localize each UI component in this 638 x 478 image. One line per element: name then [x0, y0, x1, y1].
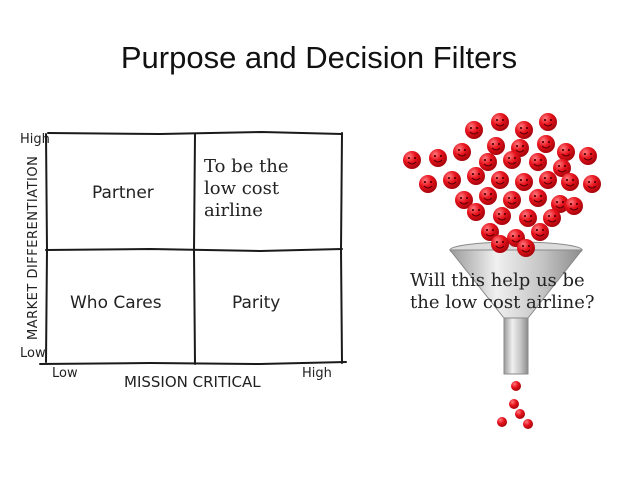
smiley-face-icon	[539, 113, 557, 131]
smiley-ball-group	[403, 113, 601, 429]
smiley-face-icon	[491, 235, 509, 253]
smiley-face-icon	[491, 171, 509, 189]
smiley-face-icon	[561, 173, 579, 191]
smiley-face-icon	[497, 417, 507, 427]
smiley-face-icon	[517, 239, 535, 257]
smiley-face-icon	[529, 189, 547, 207]
smiley-face-icon	[529, 153, 547, 171]
smiley-face-icon	[465, 121, 483, 139]
funnel-icon	[448, 241, 584, 375]
question-line-1: Will this help us be	[410, 270, 585, 291]
matrix-horizontal-divider	[45, 247, 343, 253]
smiley-face-icon	[539, 171, 557, 189]
smiley-face-icon	[511, 381, 521, 391]
smiley-face-icon	[403, 151, 421, 169]
smiley-face-icon	[429, 149, 447, 167]
smiley-face-icon	[455, 191, 473, 209]
smiley-face-icon	[583, 175, 601, 193]
quadrant-goal-text: To be the low cost airline	[204, 156, 289, 222]
smiley-face-icon	[515, 409, 525, 419]
x-axis-low-label: Low	[52, 366, 78, 381]
smiley-face-icon	[491, 113, 509, 131]
smiley-face-icon	[515, 121, 533, 139]
goal-line-1: To be the	[204, 156, 289, 177]
matrix-top-border	[47, 130, 343, 136]
smiley-face-icon	[443, 171, 461, 189]
funnel-question: Will this help us be the low cost airlin…	[410, 270, 595, 314]
matrix-bottom-axis	[39, 361, 347, 366]
smiley-face-icon	[557, 143, 575, 161]
smiley-face-icon	[479, 187, 497, 205]
goal-line-3: airline	[204, 200, 263, 221]
quadrant-who-cares: Who Cares	[70, 293, 162, 313]
smiley-face-icon	[515, 173, 533, 191]
smiley-face-icon	[579, 147, 597, 165]
smiley-face-icon	[543, 209, 561, 227]
question-line-2: the low cost airline?	[410, 292, 595, 313]
slide-title: Purpose and Decision Filters	[120, 40, 518, 75]
x-axis-high-label: High	[302, 366, 332, 381]
quadrant-partner: Partner	[92, 183, 154, 203]
smiley-face-icon	[453, 143, 471, 161]
y-axis-low-label: Low	[20, 346, 46, 361]
x-axis-label: MISSION CRITICAL	[124, 373, 261, 391]
smiley-face-icon	[519, 209, 537, 227]
smiley-face-icon	[479, 153, 497, 171]
smiley-face-icon	[509, 399, 519, 409]
smiley-face-icon	[537, 135, 555, 153]
smiley-face-icon	[419, 175, 437, 193]
quadrant-parity: Parity	[232, 293, 281, 313]
smiley-face-icon	[551, 195, 569, 213]
smiley-face-icon	[481, 223, 499, 241]
smiley-face-icon	[493, 207, 511, 225]
smiley-face-icon	[565, 197, 583, 215]
smiley-face-icon	[467, 203, 485, 221]
smiley-face-icon	[531, 223, 549, 241]
smiley-face-icon	[487, 137, 505, 155]
smiley-face-icon	[553, 159, 571, 177]
smiley-face-icon	[503, 191, 521, 209]
smiley-face-icon	[503, 151, 521, 169]
y-axis-high-label: High	[20, 132, 50, 147]
goal-line-2: low cost	[204, 178, 280, 199]
smiley-face-icon	[523, 419, 533, 429]
smiley-face-icon	[467, 167, 485, 185]
